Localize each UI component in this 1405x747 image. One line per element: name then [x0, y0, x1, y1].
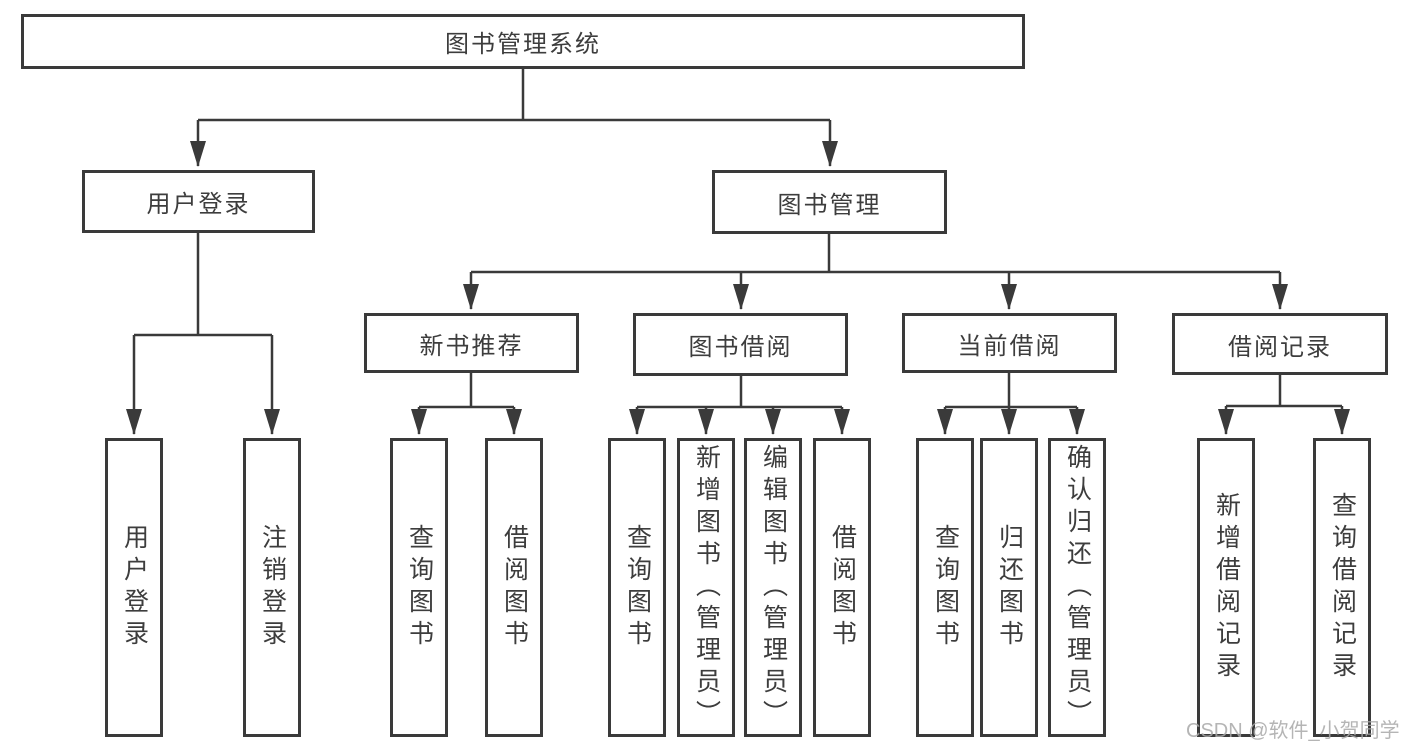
node-new-book-recommend: 新书推荐 [364, 313, 579, 373]
node-user-login: 用户登录 [82, 170, 315, 233]
leaf-recommend-borrow-books: 借阅图书 [485, 438, 543, 737]
node-borrow-record: 借阅记录 [1172, 313, 1388, 375]
leaf-recommend-query-books: 查询图书 [390, 438, 448, 737]
leaf-record-add-record-label: 新增借阅记录 [1212, 491, 1241, 684]
node-book-management: 图书管理 [712, 170, 947, 234]
leaf-borrow-borrow-books-label: 借阅图书 [828, 523, 857, 652]
leaf-record-query-record-label: 查询借阅记录 [1328, 491, 1357, 684]
leaf-borrow-add-books-label: 新增图书（管理员） [692, 443, 721, 732]
leaf-current-confirm-return-label: 确认归还（管理员） [1063, 443, 1092, 732]
leaf-current-query-books-label: 查询图书 [931, 523, 960, 652]
leaf-current-return-books-label: 归还图书 [995, 523, 1024, 652]
node-book-borrow: 图书借阅 [633, 313, 848, 376]
leaf-borrow-edit-books: 编辑图书（管理员） [744, 438, 802, 737]
node-library-management-system: 图书管理系统 [21, 14, 1025, 69]
leaf-record-query-record: 查询借阅记录 [1313, 438, 1371, 737]
leaf-borrow-edit-books-label: 编辑图书（管理员） [759, 443, 788, 732]
leaf-logout-label: 注销登录 [258, 523, 287, 652]
leaf-current-query-books: 查询图书 [916, 438, 974, 737]
leaf-borrow-borrow-books: 借阅图书 [813, 438, 871, 737]
watermark: CSDN @软件_小贺同学 [1186, 720, 1400, 742]
leaf-borrow-query-books: 查询图书 [608, 438, 666, 737]
node-current-borrow: 当前借阅 [902, 313, 1117, 373]
leaf-record-add-record: 新增借阅记录 [1197, 438, 1255, 737]
leaf-user-login: 用户登录 [105, 438, 163, 737]
leaf-logout: 注销登录 [243, 438, 301, 737]
leaf-current-return-books: 归还图书 [980, 438, 1038, 737]
leaf-borrow-add-books: 新增图书（管理员） [677, 438, 735, 737]
leaf-borrow-query-books-label: 查询图书 [623, 523, 652, 652]
leaf-recommend-borrow-books-label: 借阅图书 [500, 523, 529, 652]
leaf-user-login-label: 用户登录 [120, 523, 149, 652]
leaf-current-confirm-return: 确认归还（管理员） [1048, 438, 1106, 737]
leaf-recommend-query-books-label: 查询图书 [405, 523, 434, 652]
